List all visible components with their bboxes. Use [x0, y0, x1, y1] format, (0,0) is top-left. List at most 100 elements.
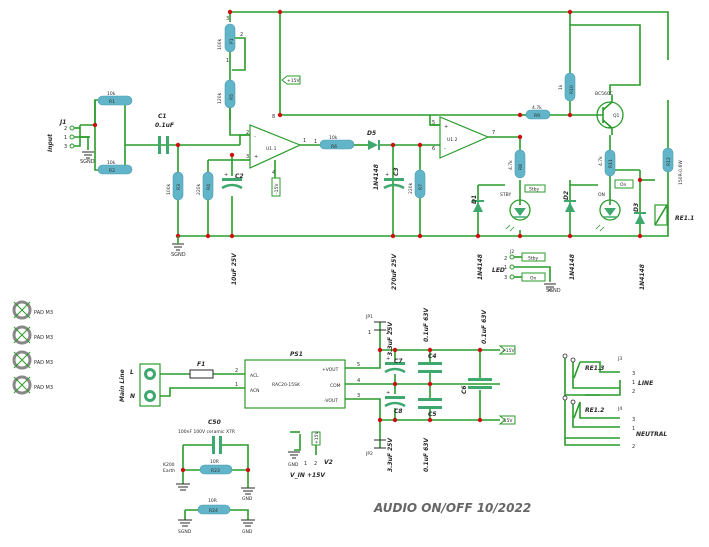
svg-text:1N4148: 1N4148: [569, 254, 576, 280]
svg-text:2: 2: [246, 130, 249, 136]
capacitor-c6: C6 0.1uF 63V: [461, 309, 492, 394]
psu-ps1: PS1 RAC20-15SK ACL ACN +VOUT COM -VOUT 2…: [235, 351, 360, 409]
svg-text:1k: 1k: [558, 84, 564, 90]
led-on: ON On: [595, 179, 634, 232]
svg-text:5: 5: [357, 362, 360, 368]
svg-text:+: +: [254, 154, 258, 160]
jumper-jp2: JP2: [365, 439, 386, 457]
svg-text:3: 3: [504, 275, 507, 281]
svg-text:GND: GND: [242, 496, 253, 502]
svg-text:GND: GND: [242, 529, 253, 535]
svg-text:3: 3: [246, 154, 249, 160]
svg-text:1N4148: 1N4148: [373, 164, 380, 190]
svg-text:100k: 100k: [217, 38, 223, 50]
svg-text:L: L: [130, 369, 134, 376]
resistor-r2: 10k R2: [97, 160, 133, 175]
svg-text:J3: J3: [617, 356, 622, 362]
svg-text:U1.1: U1.1: [266, 146, 277, 152]
svg-text:5: 5: [432, 120, 435, 126]
resistor-r10: 1k R10: [558, 72, 576, 102]
svg-text:100k: 100k: [166, 183, 172, 195]
svg-text:1: 1: [303, 138, 306, 144]
resistor-r9: 4.7k R9: [525, 105, 551, 120]
svg-text:P1: P1: [229, 38, 235, 44]
svg-text:On: On: [620, 182, 627, 188]
diode-d2: D2 1N4148: [563, 184, 598, 280]
svg-text:D1: D1: [471, 195, 478, 204]
svg-text:+15V: +15V: [314, 431, 320, 444]
svg-text:220k: 220k: [408, 182, 414, 194]
svg-text:3: 3: [632, 371, 635, 377]
svg-text:SGND: SGND: [171, 252, 186, 258]
svg-text:SGND: SGND: [178, 529, 192, 535]
svg-text:1: 1: [226, 58, 229, 64]
svg-text:3: 3: [632, 417, 635, 423]
svg-text:V2: V2: [324, 459, 333, 466]
svg-text:2: 2: [314, 461, 317, 467]
svg-text:RAC20-15SK: RAC20-15SK: [272, 382, 301, 388]
resistor-r11: 4.7k R11: [598, 149, 616, 177]
svg-text:PAD M3: PAD M3: [34, 310, 53, 316]
j1-sgnd: SGND: [80, 159, 95, 165]
svg-text:Stby: Stby: [528, 256, 538, 262]
resistor-r8: 4.7k R8: [508, 149, 526, 179]
resistor-r7: 220k R7: [408, 169, 426, 199]
svg-text:R12: R12: [666, 157, 672, 166]
connector-j2: J2 2 1 3 Stby On LED SGND: [492, 249, 561, 294]
svg-text:+: +: [386, 356, 390, 362]
opamp-u1-2: + - U1.2 5 6 7: [429, 115, 495, 159]
svg-text:Stby: Stby: [529, 187, 539, 193]
svg-text:+: +: [224, 172, 228, 178]
diode-d1: D1 1N4148: [471, 184, 505, 280]
svg-text:C7: C7: [394, 358, 403, 365]
svg-text:150R-0.6W: 150R-0.6W: [678, 160, 684, 185]
resistor-r24: 10R R24 SGND GND: [178, 498, 255, 535]
svg-text:3: 3: [64, 144, 67, 150]
svg-text:+15V: +15V: [287, 78, 300, 84]
input-label: Input: [47, 133, 54, 152]
svg-text:10k: 10k: [107, 160, 116, 166]
svg-text:1: 1: [504, 265, 507, 271]
svg-text:270uF 25V: 270uF 25V: [391, 253, 398, 290]
svg-text:Q1: Q1: [613, 113, 620, 119]
svg-text:C1: C1: [158, 113, 167, 120]
svg-text:8: 8: [272, 114, 275, 120]
svg-text:1N4148: 1N4148: [639, 264, 646, 290]
svg-text:2: 2: [632, 389, 635, 395]
fuse-f1: F1: [189, 361, 214, 379]
earth-network: C50 100nF 100V ceramic X7R K200 Earth GN…: [163, 419, 255, 535]
svg-text:10k: 10k: [107, 91, 116, 97]
capacitor-c1: C1 0.1uF: [155, 113, 175, 154]
svg-text:4.7k: 4.7k: [532, 105, 542, 111]
svg-text:J4: J4: [617, 406, 622, 412]
mains-connector: Main Line L N: [119, 363, 245, 407]
svg-text:C4: C4: [428, 353, 437, 360]
svg-text:R6: R6: [331, 144, 337, 150]
svg-text:RE1.3: RE1.3: [585, 365, 604, 372]
pad-1: PAD M3: [12, 300, 53, 320]
capacitor-c7: + C7 3.3uF 25V: [384, 321, 406, 374]
svg-text:+: +: [386, 390, 390, 396]
svg-text:R3: R3: [176, 184, 182, 190]
svg-text:D3: D3: [633, 203, 640, 212]
svg-text:3: 3: [357, 393, 360, 399]
capacitor-c5: C5 0.1uF 63V: [418, 398, 442, 472]
svg-text:-15V: -15V: [502, 418, 513, 424]
svg-text:COM: COM: [330, 383, 341, 389]
svg-text:0.1uF 63V: 0.1uF 63V: [423, 437, 430, 472]
connector-j3: J3 3 1 2 LINE: [617, 356, 654, 395]
svg-text:3: 3: [226, 16, 229, 22]
svg-text:R11: R11: [608, 159, 614, 168]
svg-text:+: +: [444, 124, 448, 130]
resistor-r12: R12 150R-0.6W: [662, 147, 684, 185]
transistor-q1: BC560C Q1: [595, 91, 624, 135]
svg-text:R24: R24: [209, 508, 218, 514]
svg-text:R9: R9: [534, 113, 540, 119]
svg-text:2: 2: [240, 32, 243, 38]
svg-text:J2: J2: [509, 249, 514, 255]
resistor-r5: 120k R5: [217, 79, 236, 109]
jumper-jp1: JP1 1 2: [365, 314, 389, 336]
svg-text:10R: 10R: [210, 459, 219, 465]
svg-text:-: -: [254, 134, 256, 140]
svg-text:220k: 220k: [196, 183, 202, 195]
